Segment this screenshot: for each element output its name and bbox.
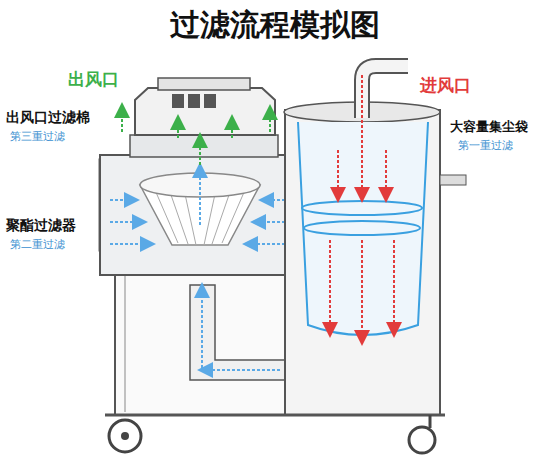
wheel-hub	[121, 432, 129, 440]
inlet-pipe-inner	[362, 66, 408, 118]
pipe-arrows	[202, 290, 280, 370]
motor-head	[135, 88, 275, 135]
part-name: 大容量集尘袋	[450, 120, 528, 134]
wheel	[109, 420, 141, 452]
outlet-label: 出风口	[68, 70, 119, 89]
diagram-title: 过滤流程模拟图	[170, 8, 380, 41]
intake-arrows	[330, 75, 394, 338]
base-frame	[105, 414, 445, 417]
dust-bag	[298, 122, 428, 335]
bag-ring	[302, 201, 422, 215]
motor-cap	[158, 78, 250, 90]
part-name: 出风口过滤棉	[6, 110, 90, 125]
part-name: 聚酯过滤器	[6, 218, 76, 233]
button	[188, 94, 200, 108]
frame-line	[125, 275, 126, 412]
stage-note: 第二重过滤	[10, 239, 65, 251]
tank-rim	[130, 135, 278, 157]
caster	[409, 427, 435, 453]
inlet-label: 进风口	[420, 76, 471, 95]
stage-note: 第一重过滤	[458, 140, 513, 152]
caster-fork	[429, 415, 432, 428]
stage-note: 第三重过滤	[10, 131, 65, 143]
side-port	[440, 175, 466, 185]
filter-tank	[100, 155, 290, 275]
pipe	[190, 285, 290, 380]
button	[204, 94, 216, 108]
bag-ring	[304, 221, 420, 235]
button	[172, 94, 184, 108]
exhaust-arrows	[122, 110, 270, 165]
air-arrows	[110, 170, 285, 244]
lower-frame	[115, 275, 290, 415]
inlet-pipe	[362, 66, 408, 118]
